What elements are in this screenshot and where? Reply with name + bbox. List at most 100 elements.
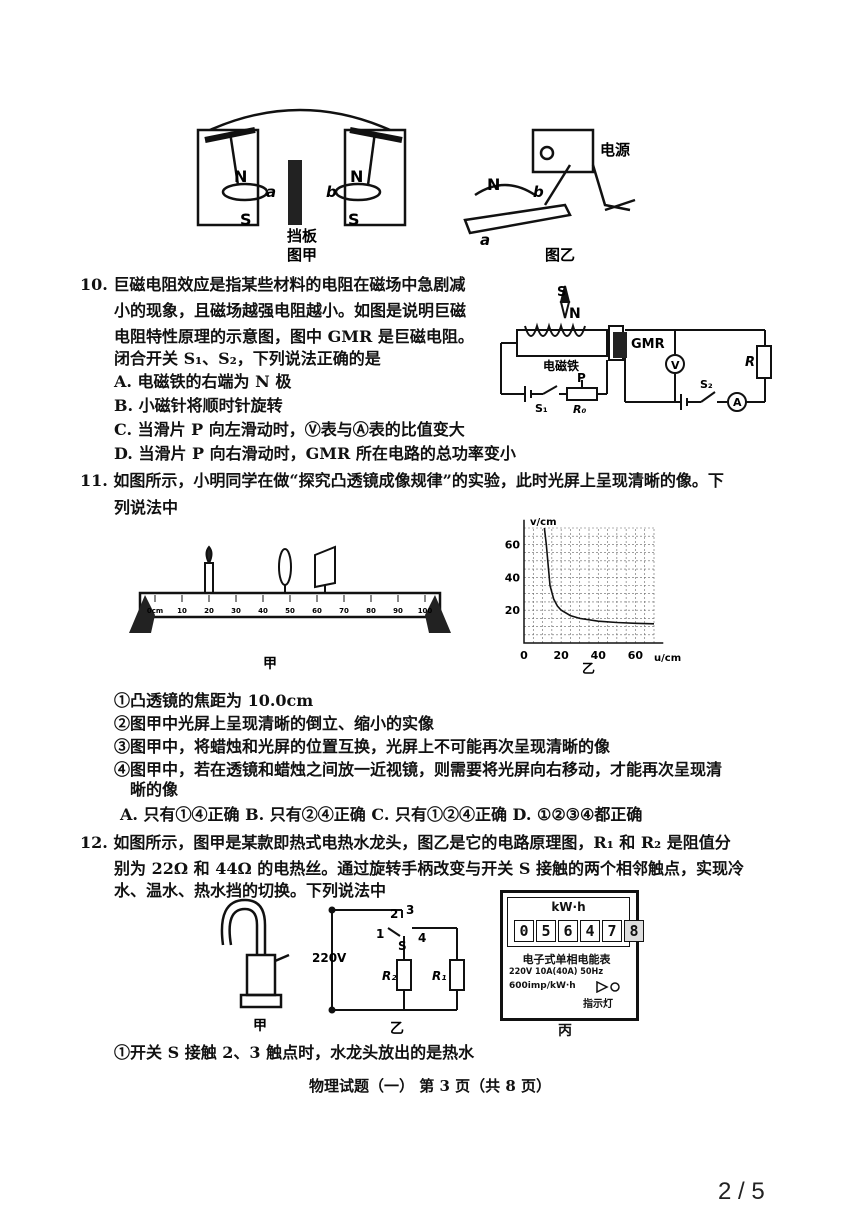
figure-jia-magnets: N S a b N S 挡板 图甲 (196, 108, 407, 264)
x-tick-label: 60 (628, 649, 644, 662)
ruler-tick-label: 70 (339, 607, 349, 615)
switch-s1-label: S₁ (535, 402, 548, 415)
voltmeter-label: V (671, 359, 680, 372)
label-b-2: b (533, 183, 544, 201)
label-a-2: a (480, 231, 490, 249)
q11-line-2: 列说法中 (114, 498, 179, 517)
ruler-tick-label: 40 (258, 607, 268, 615)
q10-line-1: 10. 巨磁电阻效应是指某些材料的电阻在磁场中急剧减 (80, 275, 466, 294)
y-tick-label: 20 (505, 604, 521, 617)
resistor-r1-label: R₁ (432, 969, 447, 983)
ruler-tick-label: 80 (366, 607, 376, 615)
meter-digit: 6 (558, 920, 578, 942)
s-pole-label-2: S (348, 210, 360, 229)
figure-yi-caption: 图乙 (545, 246, 575, 264)
switch-s-label: S (398, 939, 407, 953)
label-b: b (326, 183, 337, 201)
meter-unit: kW·h (551, 900, 586, 914)
electromagnet-label: 电磁铁 (543, 358, 579, 373)
figure-jia-caption: 图甲 (287, 246, 317, 264)
needle-s-label: S (557, 285, 566, 300)
contact-4-label: 4 (418, 931, 426, 945)
q10-option-d: D. 当滑片 P 向右滑动时，GMR 所在电路的总功率变小 (114, 444, 516, 463)
q11-statement-4-cont: 晰的像 (130, 780, 179, 799)
q12-line-1: 12. 如图所示，图甲是某款即热式电热水龙头，图乙是它的电路原理图，R₁ 和 R… (80, 833, 731, 852)
contact-1-label: 1 (376, 927, 384, 941)
page-indicator: 2 / 5 (718, 1178, 765, 1205)
ruler-tick-label: 60 (312, 607, 322, 615)
chart-series-line (543, 527, 655, 625)
needle-n-label: N (569, 306, 581, 322)
ammeter-label: A (733, 396, 742, 409)
meter-digit: 5 (536, 920, 556, 942)
baffle (288, 160, 302, 225)
meter-name: 电子式单相电能表 (522, 953, 611, 966)
q11-statement-4: ④图甲中，若在透镜和蜡烛之间放一近视镜，则需要将光屏向右移动，才能再次呈现清 (114, 760, 723, 779)
contact-3-label: 3 (406, 903, 414, 917)
indicator-light-icon (596, 981, 620, 993)
meter-indicator-label: 指示灯 (583, 999, 613, 1010)
n-pole-label-3: N (487, 175, 500, 194)
chart-x-label: u/cm (654, 653, 681, 664)
faucet-circuit: 220V 1 2 3 4 S R₂ R₁ 乙 (312, 903, 465, 1037)
q10-gmr-circuit: S N GMR V R 电磁铁 P S₁ R₀ S₂ A (500, 285, 772, 416)
chart-y-label: v/cm (530, 517, 557, 528)
rheostat-r0-label: R₀ (573, 403, 586, 416)
faucet-figure: 甲 (220, 898, 290, 1034)
q11-statement-2: ②图甲中光屏上呈现清晰的倒立、缩小的实像 (114, 714, 435, 733)
s-pole-label: S (240, 210, 252, 229)
q10-line-2: 小的现象，且磁场越强电阻越小。如图是说明巨磁 (114, 301, 467, 320)
n-pole-label: N (234, 167, 247, 186)
optical-bench-figure: 0cm 10 20 30 40 50 60 70 80 90 100 甲 (129, 545, 451, 672)
chart-grid (523, 519, 664, 644)
contact-2-label: 2 (390, 907, 398, 921)
q10-line-4: 闭合开关 S₁、S₂，下列说法正确的是 (114, 349, 381, 368)
ruler-tick-label: 10 (177, 607, 187, 615)
ruler-tick-label: 100 (418, 607, 433, 615)
meter-digit: 4 (580, 920, 600, 942)
chart-axes (523, 519, 664, 644)
chart-ticks: 0 20 40 60 20 40 60 (505, 538, 644, 662)
meter-digit: 0 (514, 920, 534, 942)
resistor-r2-label: R₂ (382, 969, 397, 983)
page-footer: 物理试题（一） 第 3 页（共 8 页） (309, 1077, 551, 1095)
q10-line-3: 电阻特性原理的示意图，图中 GMR 是巨磁电阻。 (114, 327, 474, 346)
power-label: 电源 (600, 141, 630, 159)
q10-option-c: C. 当滑片 P 向左滑动时，Ⓥ表与Ⓐ表的比值变大 (114, 420, 465, 439)
ruler-tick-label: 50 (285, 607, 295, 615)
q10-option-b: B. 小磁针将顺时针旋转 (114, 396, 283, 415)
figure-jia-caption-q11: 甲 (263, 656, 277, 672)
y-tick-label: 60 (505, 538, 521, 551)
baffle-label: 挡板 (287, 227, 318, 245)
figure-yi-caption-q11: 乙 (582, 662, 595, 675)
resistor-r-label: R (745, 355, 755, 370)
ruler-tick-label: 20 (204, 607, 214, 615)
ruler-tick-label: 30 (231, 607, 241, 615)
x-tick-label: 0 (520, 649, 528, 662)
switch-s2-label: S₂ (700, 378, 713, 391)
q12-line-3: 水、温水、热水挡的切换。下列说法中 (114, 881, 387, 900)
x-tick-label: 40 (591, 649, 607, 662)
x-tick-label: 20 (553, 649, 569, 662)
q11-statement-1: ①凸透镜的焦距为 10.0cm (114, 691, 314, 710)
ruler-tick-labels: 0cm 10 20 30 40 50 60 70 80 90 100 (147, 595, 433, 615)
meter-digit: 7 (602, 920, 622, 942)
q11-statement-3: ③图甲中，将蜡烛和光屏的位置互换，光屏上不可能再次呈现清晰的像 (114, 737, 611, 756)
q11-options: A. 只有①④正确 B. 只有②④正确 C. 只有①②④正确 D. ①②③④都正… (120, 805, 643, 824)
uv-chart: 0 20 40 60 20 40 60 v/cm u/cm 乙 (505, 517, 681, 675)
y-tick-label: 40 (505, 571, 521, 584)
q10-option-a: A. 电磁铁的右端为 N 极 (114, 372, 292, 391)
gmr-label: GMR (631, 337, 665, 352)
q12-statement-1: ①开关 S 接触 2、3 触点时，水龙头放出的是热水 (114, 1043, 475, 1062)
label-a: a (266, 183, 276, 201)
ruler-tick-label: 0cm (147, 607, 163, 615)
figure-jia-caption-q12: 甲 (253, 1018, 267, 1034)
slider-p-label: P (577, 371, 586, 385)
meter-spec-2: 600imp/kW·h (509, 981, 576, 991)
q11-line-1: 11. 如图所示，小明同学在做“探究凸透镜成像规律”的实验，此时光屏上呈现清晰的… (80, 471, 724, 490)
ruler-tick-label: 90 (393, 607, 403, 615)
figure-yi-power: 电源 N b a 图乙 (463, 128, 636, 264)
meter-spec-1: 220V 10A(40A) 50Hz (509, 967, 604, 977)
